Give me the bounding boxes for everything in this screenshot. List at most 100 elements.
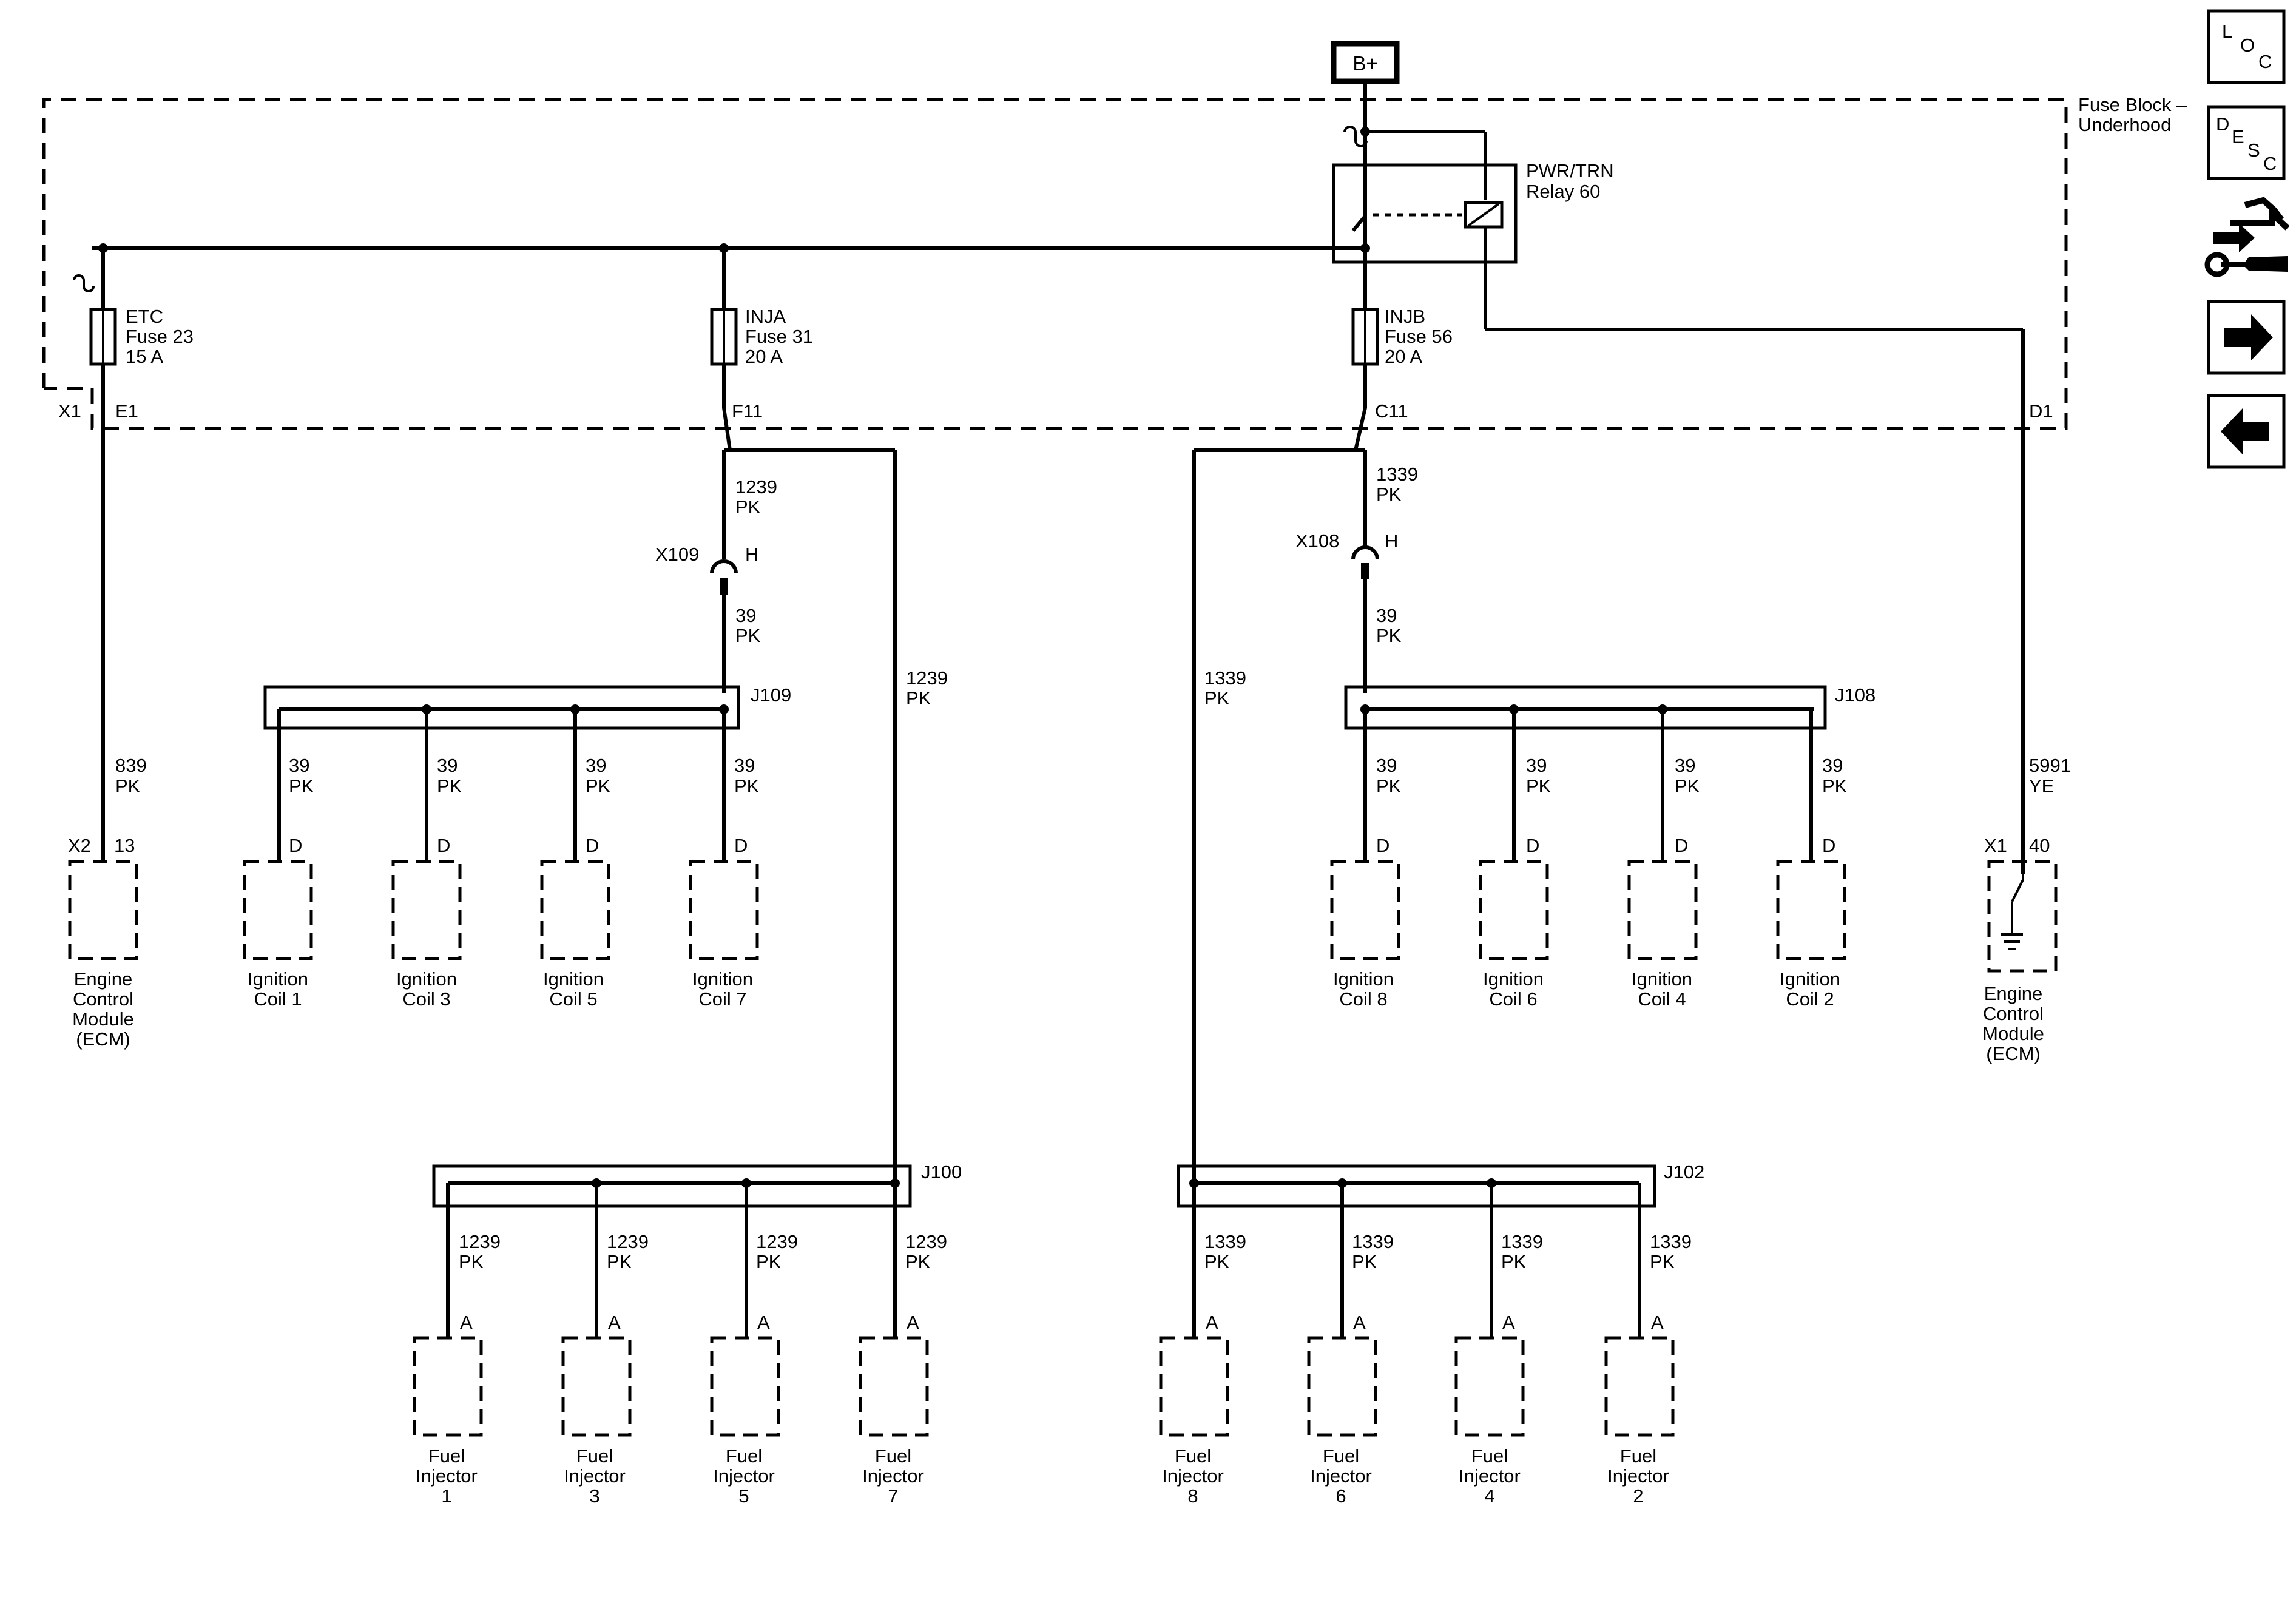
coil-6-label-1: Ignition [1483, 968, 1544, 990]
injector-4-label-1: Fuel [1471, 1445, 1508, 1467]
j108-label: J108 [1835, 684, 1876, 706]
loc-letter-c: C [2258, 51, 2272, 72]
relay-label-2: Relay 60 [1526, 181, 1600, 202]
injector-1-label-3: 1 [441, 1485, 451, 1507]
connector-tools-button[interactable] [2204, 197, 2290, 277]
coil-2-label-2: Coil 2 [1786, 988, 1834, 1010]
wire-1339-j102-color: PK [1204, 687, 1230, 709]
coil-6-label-2: Coil 6 [1489, 988, 1537, 1010]
fuse-inja-number: Fuse 31 [745, 326, 813, 347]
coil-1-label-1: Ignition [248, 968, 308, 990]
injector-7-label-2: Injector [862, 1465, 924, 1487]
injector-1-wire-color: PK [459, 1251, 484, 1272]
coil-2-pin: D [1822, 835, 1835, 856]
coil-6-wire-number: 39 [1526, 755, 1547, 776]
coil-5-label-1: Ignition [543, 968, 604, 990]
coil-8-label-2: Coil 8 [1339, 988, 1387, 1010]
location-button[interactable]: L O C [2207, 9, 2286, 84]
wire-39-j109-color: PK [735, 625, 761, 646]
x109-label: X109 [655, 544, 699, 565]
coil-7-label-2: Coil 7 [698, 988, 746, 1010]
wire-1239-x109-number: 1239 [735, 476, 777, 498]
wire-1339-x108-color: PK [1376, 484, 1402, 505]
pwr-trn-relay: PWR/TRN Relay 60 [1332, 160, 1614, 264]
coil-4-label-1: Ignition [1632, 968, 1692, 990]
injector-7-wire-number: 1239 [905, 1231, 947, 1252]
injector-2-label-1: Fuel [1620, 1445, 1656, 1467]
fuse-block-connectors: X1 E1 F11 C11 D1 [58, 400, 2053, 422]
j109-label: J109 [751, 684, 791, 706]
injector-1-label-2: Injector [416, 1465, 478, 1487]
relay-output-wire [1484, 227, 2025, 874]
desc-letter-s: S [2247, 140, 2260, 161]
j100-label: J100 [921, 1161, 962, 1183]
wire-1239-j100-color: PK [906, 687, 931, 709]
fuse-inja-rating: 20 A [745, 346, 783, 367]
ignition-coil-7: 39 PK D Ignition Coil 7 [689, 709, 760, 1010]
previous-page-button[interactable] [2207, 394, 2286, 469]
coil-2-wire-number: 39 [1822, 755, 1843, 776]
injector-4-wire-color: PK [1501, 1251, 1527, 1272]
injector-6-label-2: Injector [1310, 1465, 1372, 1487]
wire-839: 839 PK [101, 364, 147, 862]
coil-1-label-2: Coil 1 [254, 988, 302, 1010]
next-page-button[interactable] [2207, 300, 2286, 375]
fuel-injector-5: 1239 PK A Fuel Injector 5 [710, 1183, 798, 1507]
fuse-block-label-2: Underhood [2078, 114, 2171, 135]
injector-1-label-1: Fuel [428, 1445, 465, 1467]
coil-2-wire-color: PK [1822, 775, 1848, 797]
x108-label: X108 [1295, 530, 1339, 552]
injector-5-pin: A [757, 1312, 770, 1333]
coil-7-wire-color: PK [734, 775, 760, 797]
connector-e1-label: E1 [115, 400, 138, 422]
coil-8-pin: D [1376, 835, 1389, 856]
ecm-left-pin: 13 [114, 835, 135, 856]
fuel-injector-4: 1339 PK A Fuel Injector 4 [1454, 1183, 1543, 1507]
splice-j102: J102 [1177, 1161, 1704, 1208]
injector-4-pin: A [1502, 1312, 1515, 1333]
x108-pin: H [1385, 530, 1398, 552]
fuel-injector-7: 1239 PK A Fuel Injector 7 [859, 1183, 947, 1507]
coil-6-pin: D [1526, 835, 1539, 856]
ignition-coil-6: 39 PK D Ignition Coil 6 [1479, 709, 1551, 1010]
relay-label-1: PWR/TRN [1526, 160, 1614, 181]
ecm-right-label-4: (ECM) [1986, 1043, 2041, 1064]
injector-3-label-3: 3 [589, 1485, 599, 1507]
coil-2-label-1: Ignition [1780, 968, 1840, 990]
coil-8-label-1: Ignition [1333, 968, 1394, 990]
injector-1-pin: A [460, 1312, 473, 1333]
injector-2-label-2: Injector [1607, 1465, 1669, 1487]
coil-7-pin: D [734, 835, 748, 856]
x109-pin: H [745, 544, 758, 565]
injector-6-pin: A [1353, 1312, 1366, 1333]
coil-3-label-1: Ignition [396, 968, 457, 990]
injector-8-wire-number: 1339 [1204, 1231, 1246, 1252]
ecm-left-label-1: Engine [74, 968, 133, 990]
arrow-left-icon [2221, 408, 2269, 454]
fuel-injector-1: 1239 PK A Fuel Injector 1 [413, 1183, 501, 1507]
desc-letter-d: D [2216, 113, 2229, 135]
ecm-left-label-3: Module [72, 1008, 134, 1030]
wire-39-j108-number: 39 [1376, 605, 1397, 626]
injector-3-pin: A [608, 1312, 621, 1333]
injector-2-pin: A [1651, 1312, 1664, 1333]
fuse-injb: INJB Fuse 56 20 A [1351, 306, 1453, 367]
inja-wiring: 1239 PK 1239 PK [722, 364, 948, 1183]
connector-f11-label: F11 [732, 400, 763, 422]
coil-1-pin: D [289, 835, 302, 856]
injector-4-label-3: 4 [1484, 1485, 1494, 1507]
injector-2-wire-color: PK [1650, 1251, 1675, 1272]
coil-7-wire-number: 39 [734, 755, 755, 776]
injector-6-wire-number: 1339 [1352, 1231, 1394, 1252]
loc-letter-o: O [2240, 35, 2255, 56]
injector-5-label-3: 5 [738, 1485, 749, 1507]
fuse-block-label-1: Fuse Block – [2078, 94, 2187, 115]
injector-3-wire-color: PK [607, 1251, 632, 1272]
fuse-injb-name: INJB [1385, 306, 1425, 327]
ecm-right-label-1: Engine [1984, 983, 2043, 1004]
ignition-coil-8: 39 PK D Ignition Coil 8 [1330, 709, 1402, 1010]
description-button[interactable]: D E S C [2207, 105, 2286, 180]
coil-4-wire-color: PK [1675, 775, 1700, 797]
injector-7-wire-color: PK [905, 1251, 931, 1272]
injector-1-wire-number: 1239 [459, 1231, 501, 1252]
